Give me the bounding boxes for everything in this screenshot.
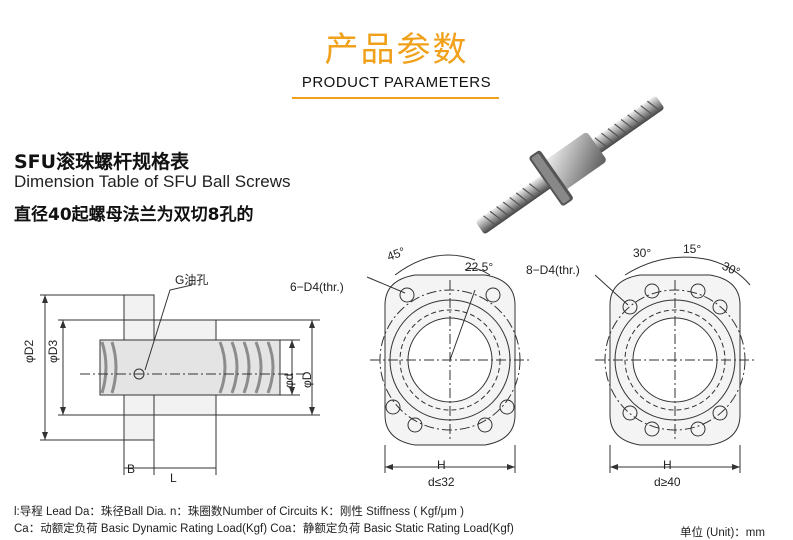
holes-8-label: 8−D4(thr.): [526, 263, 580, 277]
angle-22-5-label: 22.5°: [465, 260, 494, 274]
note-line-2: Ca：动额定负荷 Basic Dynamic Rating Load(Kgf) …: [14, 523, 514, 535]
section-title-en: Dimension Table of SFU Ball Screws: [14, 172, 291, 191]
dim-L-label: L: [170, 471, 177, 485]
angle-15-label: 15°: [683, 242, 702, 256]
note-line-1: l:导程 Lead Da：珠径Ball Dia. n：珠圈数Number of …: [14, 506, 464, 518]
dim-d2-label: φD2: [22, 339, 36, 363]
unit-label: 单位 (Unit)：mm: [680, 527, 765, 539]
dim-D-label: φD: [300, 371, 314, 388]
angle-30a-label: 30°: [633, 246, 652, 260]
side-view-drawing: [40, 284, 320, 475]
section-subtitle-cn: 直径40起螺母法兰为双切8孔的: [14, 205, 254, 225]
dim-d-label: φd: [282, 373, 296, 388]
title-underline: [292, 97, 499, 99]
dim-B-label: B: [127, 462, 136, 476]
holes-6-label: 6−D4(thr.): [290, 280, 344, 294]
cond-6-label: d≤32: [428, 475, 455, 489]
section-title-cn: SFU滚珠螺杆规格表: [14, 151, 190, 173]
ball-screw-photo: [476, 96, 664, 234]
front-view-6-hole: [366, 254, 530, 473]
page-title-en: PRODUCT PARAMETERS: [301, 74, 492, 91]
front-view-8-hole: [594, 256, 755, 473]
oil-hole-label: G油孔: [175, 273, 209, 287]
dim-d3-label: φD3: [46, 339, 60, 363]
page-title-cn: 产品参数: [324, 30, 469, 70]
dim-H-6-label: H: [437, 458, 446, 472]
dim-H-8-label: H: [663, 458, 672, 472]
cond-8-label: d≥40: [654, 475, 681, 489]
